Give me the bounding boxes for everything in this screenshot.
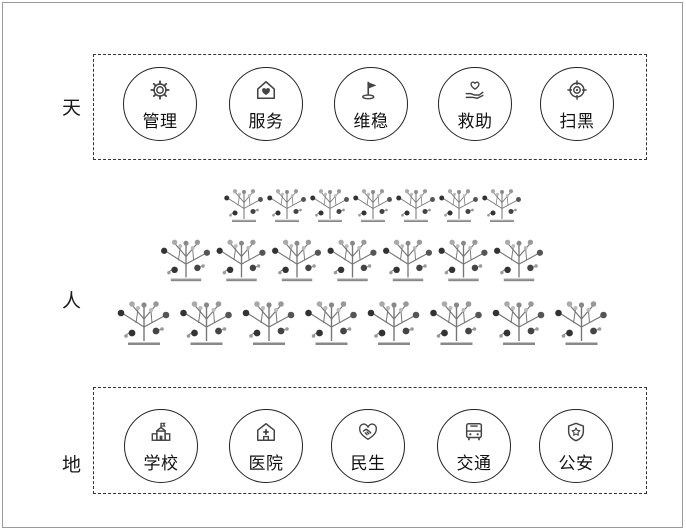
- person-tree-icon: [554, 300, 608, 346]
- person-tree-icon: [266, 188, 307, 223]
- person-tree-icon: [492, 300, 545, 346]
- target-icon: [567, 80, 587, 100]
- ground-item-police: 公安: [539, 409, 613, 483]
- person-tree-icon: [160, 238, 211, 282]
- person-tree-icon: [271, 238, 322, 282]
- police-badge-icon: [567, 422, 585, 442]
- ground-item-traffic: 交通: [437, 409, 511, 483]
- ground-item-label: 公安: [558, 454, 594, 474]
- sky-item-label: 管理: [142, 112, 178, 132]
- person-tree-icon: [481, 188, 522, 223]
- hand-heart-icon: [465, 81, 484, 100]
- school-icon: [151, 422, 171, 441]
- hospital-icon: [257, 423, 275, 441]
- ground-item-livelihood: 民生: [331, 409, 405, 483]
- sky-item-label: 服务: [248, 112, 284, 132]
- sky-box: [93, 54, 647, 160]
- person-tree-icon: [352, 188, 393, 223]
- ground-item-school: 学校: [124, 409, 198, 483]
- flag-icon: [362, 81, 377, 100]
- ground-box: [93, 387, 647, 494]
- label-people: 人: [62, 290, 82, 312]
- handshake-heart-icon: [359, 423, 377, 441]
- label-sky: 天: [62, 97, 82, 119]
- ground-item-hospital: 医院: [229, 409, 303, 483]
- sky-item-label: 扫黑: [559, 112, 595, 132]
- person-tree-icon: [223, 188, 264, 223]
- gear-icon: [150, 80, 170, 100]
- sky-item-stability: 维稳: [334, 67, 408, 141]
- person-tree-icon: [304, 300, 358, 346]
- ground-item-label: 学校: [143, 454, 179, 474]
- sky-item-service: 服务: [229, 67, 303, 141]
- sky-item-label: 救助: [457, 112, 493, 132]
- person-tree-icon: [438, 188, 479, 223]
- ground-item-label: 民生: [350, 454, 386, 474]
- person-tree-icon: [429, 300, 483, 346]
- person-tree-icon: [215, 238, 267, 282]
- person-tree-icon: [382, 238, 433, 282]
- bus-icon: [465, 423, 483, 441]
- person-tree-icon: [493, 238, 544, 282]
- sky-item-anti-crime: 扫黑: [540, 67, 614, 141]
- person-tree-icon: [326, 238, 378, 282]
- ground-item-label: 医院: [248, 454, 284, 474]
- house-heart-icon: [256, 80, 276, 100]
- person-tree-icon: [241, 300, 295, 346]
- sky-item-aid: 救助: [438, 67, 512, 141]
- person-tree-icon: [179, 300, 233, 346]
- sky-item-label: 维稳: [353, 112, 389, 132]
- sky-item-management: 管理: [123, 67, 197, 141]
- person-tree-icon: [395, 188, 436, 223]
- person-tree-icon: [116, 300, 171, 346]
- person-tree-icon: [309, 188, 350, 223]
- ground-item-label: 交通: [456, 454, 492, 474]
- person-tree-icon: [367, 300, 420, 346]
- label-ground: 地: [62, 454, 82, 476]
- person-tree-icon: [437, 238, 489, 282]
